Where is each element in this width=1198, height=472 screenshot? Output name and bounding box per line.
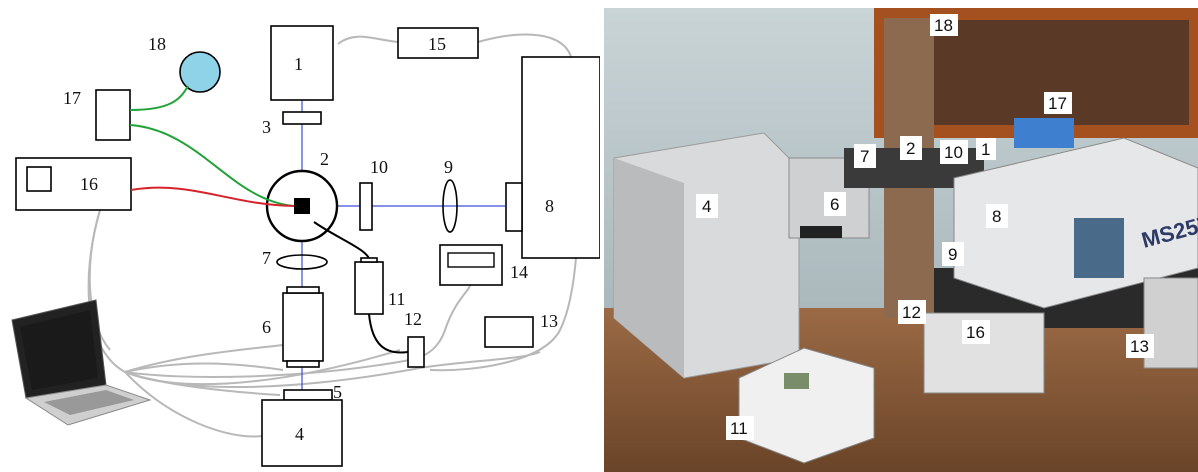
- label-4: 4: [295, 424, 304, 444]
- label-1: 1: [294, 54, 303, 74]
- component-11-box: [355, 262, 383, 314]
- label-8: 8: [545, 196, 554, 216]
- photo-label-6: 6: [830, 195, 839, 214]
- label-18: 18: [148, 34, 166, 54]
- label-14: 14: [510, 262, 528, 282]
- component-6-lamp: [283, 293, 323, 361]
- green-cable-17-18: [130, 86, 188, 110]
- label-9: 9: [444, 157, 453, 177]
- component-6-cap-top: [287, 287, 319, 293]
- label-13: 13: [540, 311, 558, 331]
- component-2-sample: [294, 198, 310, 214]
- photo-label-1: 1: [981, 140, 990, 159]
- laptop-icon: [12, 300, 150, 425]
- photo-label-13: 13: [1130, 337, 1149, 356]
- label-3: 3: [262, 117, 271, 137]
- photo-label-16: 16: [966, 323, 985, 342]
- photo-label-8: 8: [992, 207, 1001, 226]
- photo-label-11: 11: [730, 419, 748, 438]
- label-10: 10: [370, 157, 388, 177]
- photo-label-4: 4: [702, 197, 711, 216]
- photo-label-17: 17: [1048, 94, 1067, 113]
- label-12: 12: [404, 309, 422, 329]
- label-15: 15: [428, 34, 446, 54]
- photo-label-12: 12: [902, 303, 921, 322]
- component-14-box: [440, 245, 502, 285]
- photo-unit-17: [1014, 118, 1074, 148]
- component-10-filter: [360, 183, 372, 230]
- photo-label-10: 10: [944, 143, 963, 162]
- label-5: 5: [333, 382, 342, 402]
- label-7: 7: [262, 248, 271, 268]
- photo-label-18: 18: [934, 16, 953, 35]
- photo-label-7: 7: [860, 147, 869, 166]
- label-17: 17: [63, 88, 81, 108]
- component-6-cap-bottom: [287, 361, 319, 367]
- setup-photograph: MS257 18 17 4 6 7 2 10 1 8 9 12 16 13 11: [604, 8, 1198, 472]
- setup-schematic: 1 3 15 8 9 10 2 7 6 5 4 11 12 14 13 16 1…: [0, 0, 600, 472]
- component-13-box: [485, 317, 533, 347]
- component-12-box: [408, 337, 424, 367]
- component-18-sphere: [180, 52, 220, 92]
- photo-unit-6-display: [800, 226, 842, 238]
- photo-detector: [1074, 218, 1124, 278]
- component-3-filter: [283, 112, 321, 124]
- component-8-box: [522, 57, 600, 258]
- component-16-box: [16, 158, 131, 210]
- photo-label-9: 9: [948, 245, 957, 264]
- component-8-slit: [506, 183, 522, 231]
- label-16: 16: [80, 174, 98, 194]
- label-11: 11: [388, 289, 405, 309]
- photo-unit-11-screen: [784, 373, 809, 389]
- component-17-box: [96, 90, 130, 140]
- label-6: 6: [262, 317, 271, 337]
- cable-11-12: [369, 314, 408, 353]
- photo-label-2: 2: [906, 139, 915, 158]
- component-11-cap: [361, 258, 377, 262]
- label-2: 2: [320, 149, 329, 169]
- component-5-filter: [284, 390, 332, 400]
